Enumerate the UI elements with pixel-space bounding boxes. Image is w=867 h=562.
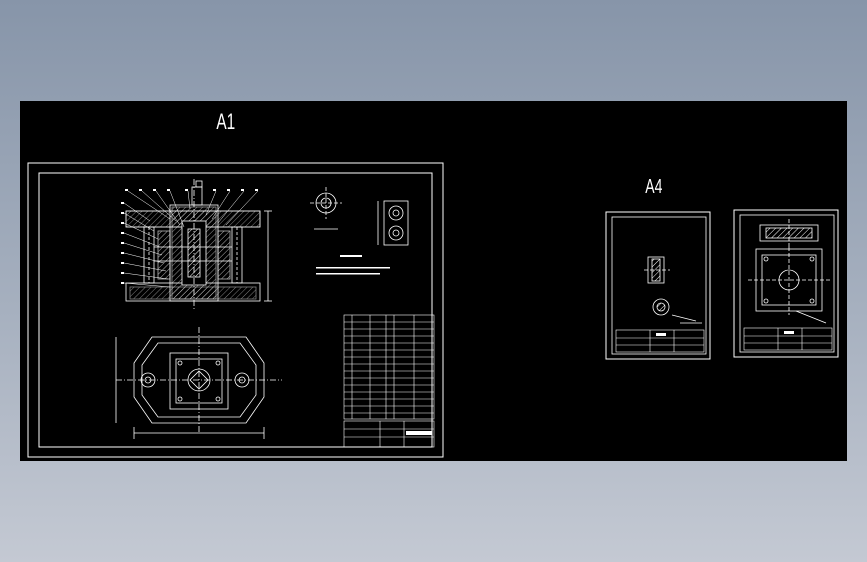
sheet-a4-2-inner-border bbox=[739, 214, 835, 353]
technical-notes bbox=[316, 255, 390, 275]
sheet-a1-outer-border bbox=[27, 162, 444, 458]
sheet-a4-2-outer-border bbox=[733, 209, 839, 358]
cad-drawing-canvas[interactable]: A1 bbox=[20, 101, 847, 461]
plan-view bbox=[115, 327, 282, 439]
sheet-a4-part-2[interactable] bbox=[733, 209, 839, 358]
part-1-front-view bbox=[644, 256, 670, 284]
part-balloon-markers bbox=[121, 189, 258, 284]
bill-of-materials-table bbox=[343, 314, 435, 420]
part-1-detail-view bbox=[652, 298, 702, 324]
sheet-a4-1-inner-border bbox=[611, 216, 707, 355]
sheet-a1-inner-border bbox=[38, 172, 433, 448]
workpiece-view-round bbox=[310, 187, 342, 230]
sheet-a1[interactable]: A1 bbox=[27, 110, 444, 458]
sheet-a1-label: A1 bbox=[216, 110, 235, 134]
sheet-a4-label: A4 bbox=[645, 174, 662, 197]
sheet-a4-2-title-block bbox=[743, 327, 833, 351]
part-2-plan-view bbox=[748, 247, 830, 324]
sheet-a4-part-1[interactable] bbox=[605, 211, 711, 360]
part-leader-lines bbox=[123, 190, 259, 288]
cad-viewport[interactable]: A1 bbox=[20, 101, 847, 461]
workpiece-view-rect bbox=[377, 200, 409, 246]
part-2-side-view bbox=[759, 219, 819, 247]
sheet-a4-1-outer-border bbox=[605, 211, 711, 360]
sheet-a1-title-block bbox=[343, 420, 435, 448]
front-section-view bbox=[125, 179, 272, 311]
sheet-a4-1-title-block bbox=[615, 329, 705, 353]
